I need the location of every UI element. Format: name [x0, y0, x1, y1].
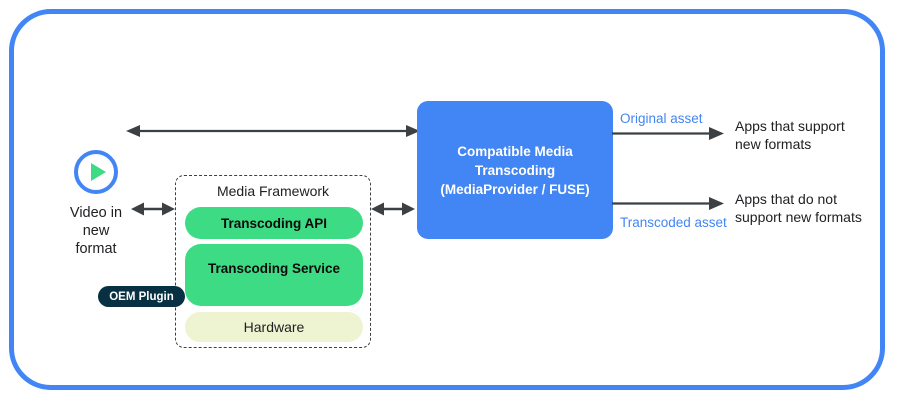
media-framework-title: Media Framework: [216, 183, 330, 199]
video-source-label-line1: Video in: [69, 205, 123, 221]
apps-support-line1: Apps that support: [735, 118, 845, 134]
play-circle-icon: [72, 148, 120, 196]
arrow-framework-to-central: [371, 201, 415, 217]
video-source-label-line3: format: [75, 241, 117, 257]
apps-support-line2: new formats: [735, 136, 812, 152]
label-original-asset: Original asset: [620, 111, 703, 126]
arrow-source-to-framework: [131, 201, 175, 217]
cmt-line-2: Transcoding: [474, 162, 556, 178]
apps-no-support-line1: Apps that do not: [735, 191, 837, 207]
media-framework-container: Media Framework Transcoding API Transcod…: [175, 175, 371, 348]
box-transcoding-service[interactable]: Transcoding Service: [185, 244, 363, 306]
badge-oem-plugin[interactable]: OEM Plugin: [98, 286, 185, 307]
apps-no-support-line2: support new formats: [735, 209, 862, 225]
cmt-line-1: Compatible Media: [457, 143, 573, 159]
label-apps-that-support-new-formats: Apps that support new formats: [735, 117, 845, 153]
video-source-label: Video in new format: [50, 204, 142, 258]
label-apps-that-do-not-support-new-formats: Apps that do not support new formats: [735, 190, 862, 226]
outer-frame-border: [9, 9, 885, 390]
cmt-line-3: (MediaProvider / FUSE): [440, 181, 590, 197]
box-transcoding-api[interactable]: Transcoding API: [185, 207, 363, 239]
badge-oem-plugin-label: OEM Plugin: [109, 290, 174, 303]
video-source-label-line2: new: [82, 223, 110, 239]
video-source-group: Video in new format: [50, 148, 142, 258]
compatible-media-transcoding-box[interactable]: Compatible Media Transcoding (MediaProvi…: [417, 101, 613, 239]
box-hardware[interactable]: Hardware: [185, 312, 363, 342]
arrow-central-to-apps-support: [612, 126, 724, 141]
label-transcoded-asset: Transcoded asset: [620, 215, 727, 230]
arrow-central-to-apps-no-support: [612, 196, 724, 211]
box-hardware-label: Hardware: [243, 319, 305, 335]
box-transcoding-service-label: Transcoding Service: [207, 261, 341, 276]
arrow-source-to-central-top: [126, 123, 420, 139]
box-transcoding-api-label: Transcoding API: [220, 215, 328, 231]
